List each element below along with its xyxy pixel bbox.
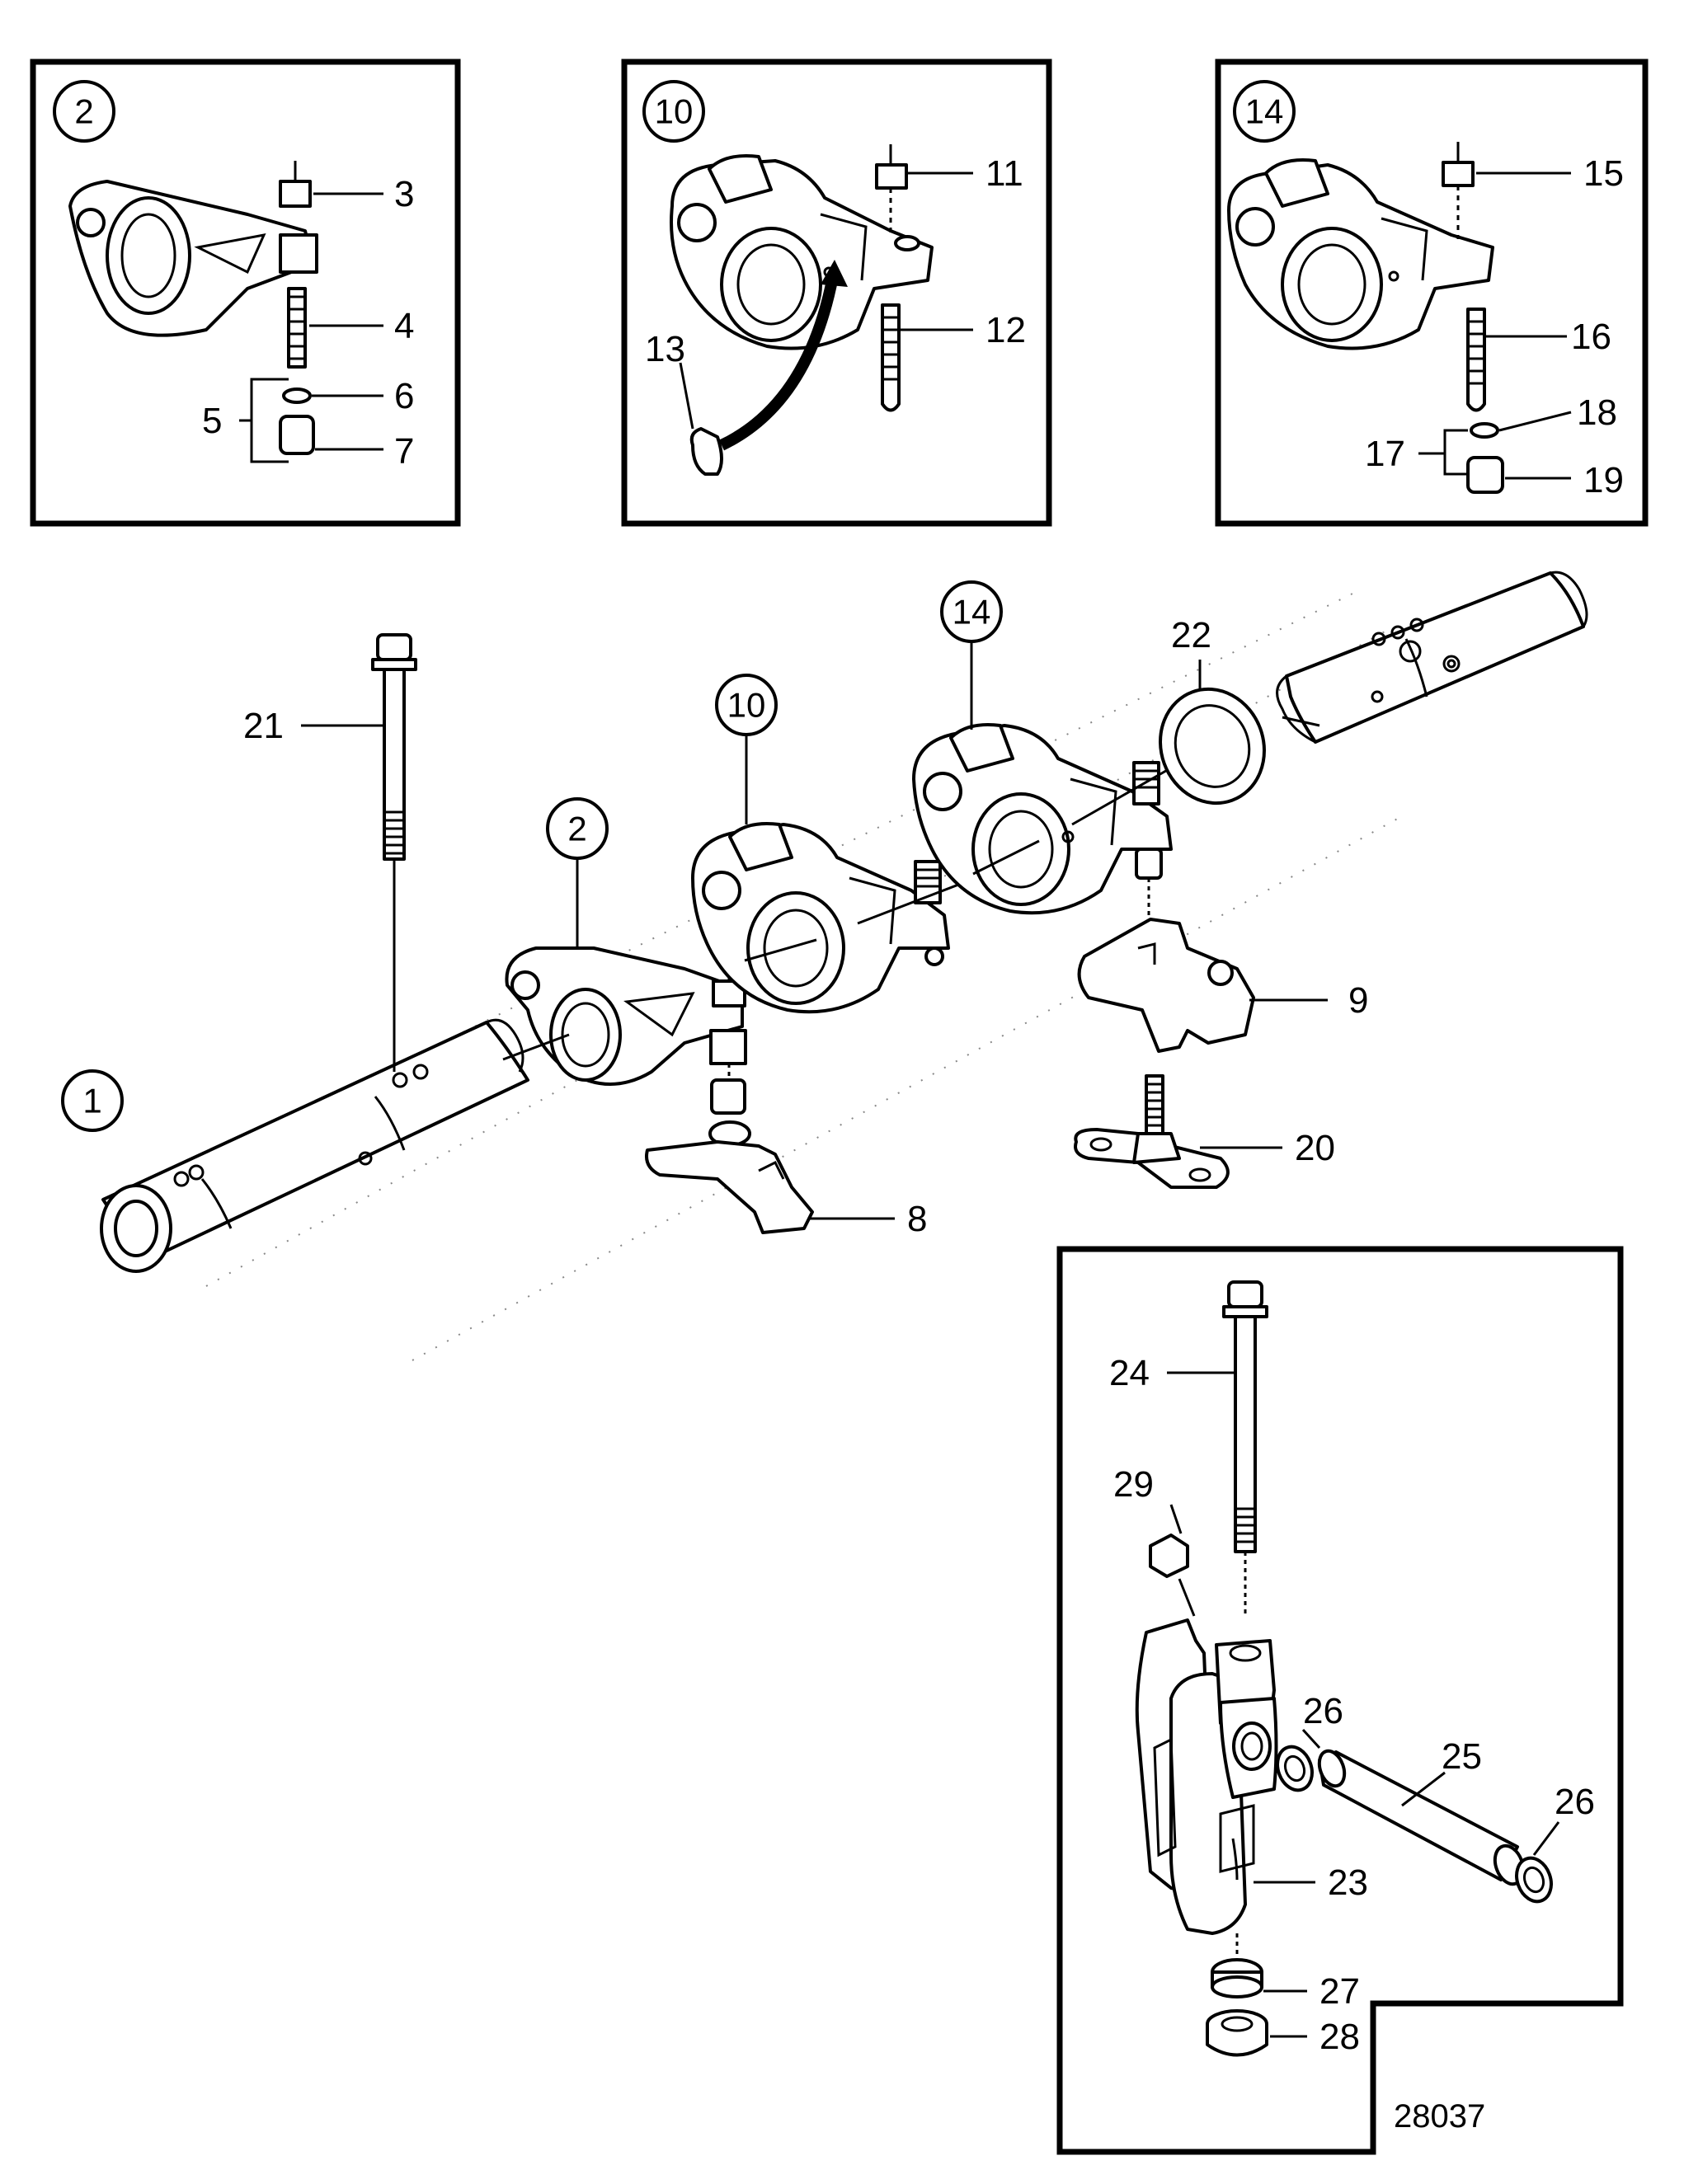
label-26a: 26 bbox=[1303, 1691, 1343, 1731]
bolt-24 bbox=[1167, 1280, 1268, 1616]
label-4: 4 bbox=[394, 306, 414, 346]
drawing-number: 28037 bbox=[1394, 2098, 1485, 2135]
label-18: 18 bbox=[1577, 392, 1617, 433]
label-17: 17 bbox=[1365, 434, 1405, 474]
callout-2-box: 2 bbox=[74, 92, 93, 131]
label-8: 8 bbox=[907, 1199, 927, 1239]
label-21: 21 bbox=[243, 706, 284, 746]
label-12: 12 bbox=[985, 310, 1026, 350]
label-25: 25 bbox=[1442, 1736, 1482, 1777]
detail-box-lower bbox=[1056, 1246, 1624, 2155]
label-11: 11 bbox=[985, 153, 1023, 194]
label-26b: 26 bbox=[1555, 1782, 1595, 1822]
detail-14-rocker-arm: 14 bbox=[1227, 80, 1494, 350]
label-28: 28 bbox=[1319, 2017, 1360, 2057]
detail-box-14 bbox=[1215, 59, 1649, 527]
detail-10-leaders bbox=[679, 171, 973, 430]
label-29: 29 bbox=[1113, 1464, 1154, 1505]
detail-box-2 bbox=[30, 59, 461, 527]
detail-box-10 bbox=[621, 59, 1052, 527]
detail-2-leaders bbox=[239, 192, 383, 463]
label-16: 16 bbox=[1571, 317, 1611, 357]
stud-plate-20 bbox=[1074, 1074, 1282, 1189]
label-20: 20 bbox=[1295, 1128, 1335, 1168]
rocker-arm-14 bbox=[912, 723, 1188, 915]
bracket-8 bbox=[645, 1120, 895, 1234]
label-7: 7 bbox=[394, 431, 414, 472]
bolt-21 bbox=[301, 633, 417, 1072]
callout-14-main-label: 14 bbox=[953, 593, 991, 632]
ring-22 bbox=[1159, 660, 1266, 805]
label-5: 5 bbox=[202, 401, 222, 441]
rocker-shaft-right bbox=[1276, 571, 1588, 744]
detail-14-small-parts bbox=[1442, 142, 1504, 494]
label-15: 15 bbox=[1583, 153, 1624, 194]
detail-2-rocker-arm: 2 bbox=[53, 80, 315, 337]
callout-10-box: 10 bbox=[655, 92, 694, 131]
detail-10-small-parts bbox=[689, 144, 908, 476]
rocker-arm-2 bbox=[502, 946, 747, 1115]
detail-10-rocker-arm: 10 bbox=[642, 80, 934, 350]
label-24: 24 bbox=[1109, 1353, 1150, 1393]
label-22: 22 bbox=[1171, 615, 1211, 655]
detail-14-leaders bbox=[1418, 171, 1572, 480]
label-27: 27 bbox=[1319, 1971, 1360, 2012]
callout-1 bbox=[61, 1069, 124, 1132]
callout-14-box: 14 bbox=[1245, 92, 1284, 131]
callout-1-label: 1 bbox=[82, 1082, 101, 1120]
label-23: 23 bbox=[1328, 1862, 1368, 1903]
label-13: 13 bbox=[645, 329, 685, 369]
detail-2-small-parts bbox=[279, 161, 318, 455]
rocker-body-23 bbox=[1135, 1618, 1315, 1935]
parts-27-28 bbox=[1206, 1933, 1307, 2057]
label-9: 9 bbox=[1348, 980, 1368, 1021]
callout-10-main-label: 10 bbox=[727, 686, 766, 725]
bracket-9 bbox=[1077, 918, 1328, 1053]
rocker-arm-10 bbox=[691, 822, 966, 1014]
rocker-shaft-1 bbox=[100, 1018, 529, 1273]
label-19: 19 bbox=[1583, 460, 1624, 500]
label-3: 3 bbox=[394, 174, 414, 214]
label-6: 6 bbox=[394, 376, 414, 416]
callout-2-main-label: 2 bbox=[567, 810, 586, 848]
shaft-25 bbox=[1276, 1728, 1560, 1904]
nut-29 bbox=[1149, 1504, 1196, 1617]
